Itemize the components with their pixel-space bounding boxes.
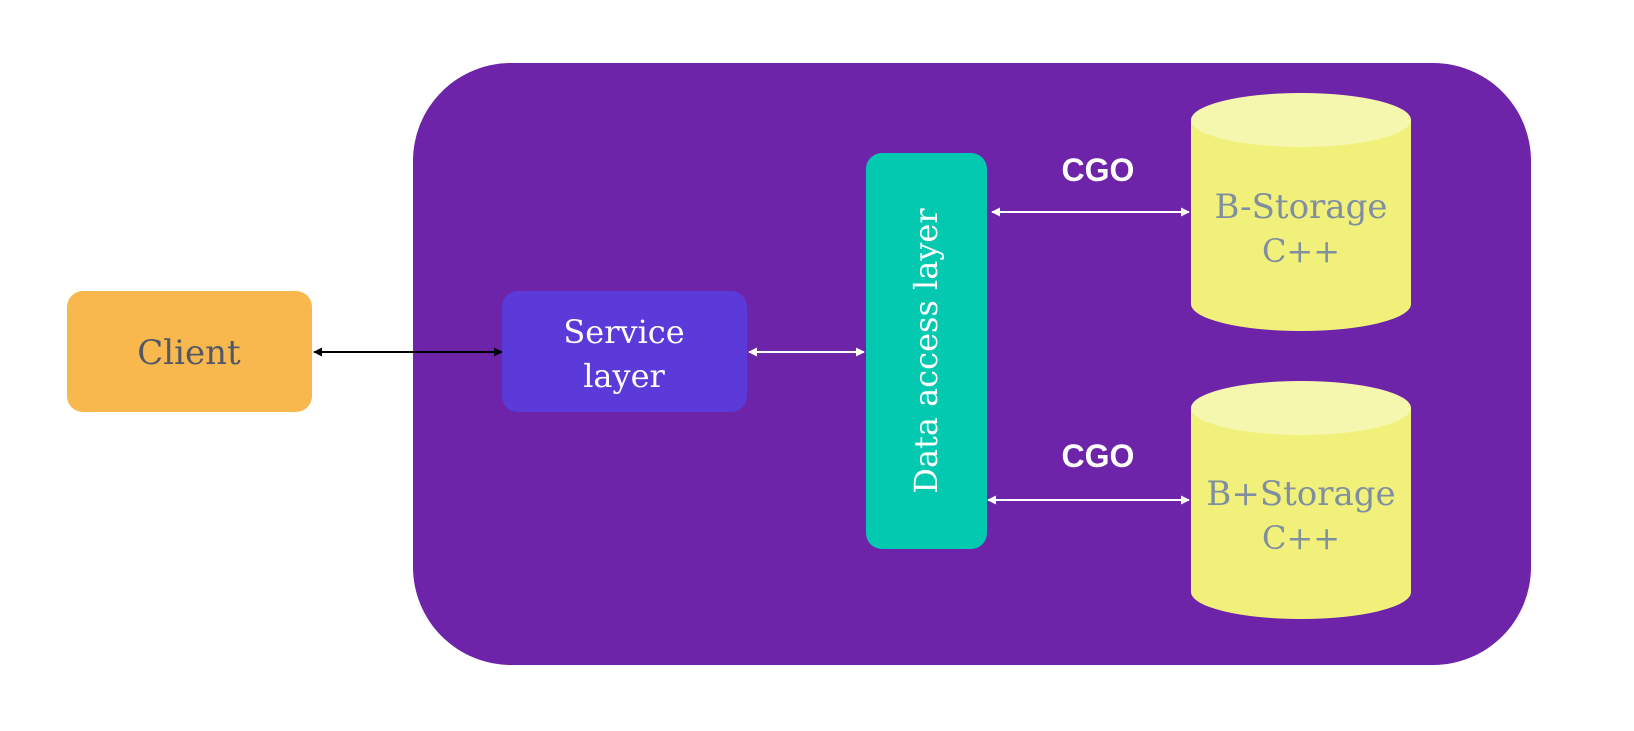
client-box bbox=[67, 291, 312, 412]
bplus-storage-body bbox=[1191, 408, 1411, 619]
b-storage-top bbox=[1191, 93, 1411, 147]
bplus-storage-cylinder[interactable]: B+Storage C++ bbox=[1191, 381, 1411, 619]
bplus-storage-label-line2: C++ bbox=[1262, 519, 1340, 557]
service-layer-node[interactable]: Service layer bbox=[502, 291, 747, 412]
client-label: Client bbox=[137, 333, 241, 373]
data-access-layer-node[interactable]: Data access layer bbox=[866, 153, 987, 549]
cgo-label-top: CGO bbox=[1062, 152, 1135, 188]
cgo-label-bottom: CGO bbox=[1062, 438, 1135, 474]
data-access-layer-box bbox=[866, 153, 987, 549]
b-storage-label-line2: C++ bbox=[1262, 232, 1340, 270]
service-layer-label-line1: Service bbox=[563, 313, 684, 351]
b-storage-label-line1: B-Storage bbox=[1215, 187, 1388, 227]
b-storage-body bbox=[1191, 120, 1411, 331]
bplus-storage-top bbox=[1191, 381, 1411, 435]
service-layer-box bbox=[502, 291, 747, 412]
service-layer-label-line2: layer bbox=[583, 357, 665, 395]
client-node[interactable]: Client bbox=[67, 291, 312, 412]
data-access-layer-label: Data access layer bbox=[907, 208, 945, 494]
b-storage-cylinder[interactable]: B-Storage C++ bbox=[1191, 93, 1411, 331]
bplus-storage-label-line1: B+Storage bbox=[1206, 474, 1395, 514]
